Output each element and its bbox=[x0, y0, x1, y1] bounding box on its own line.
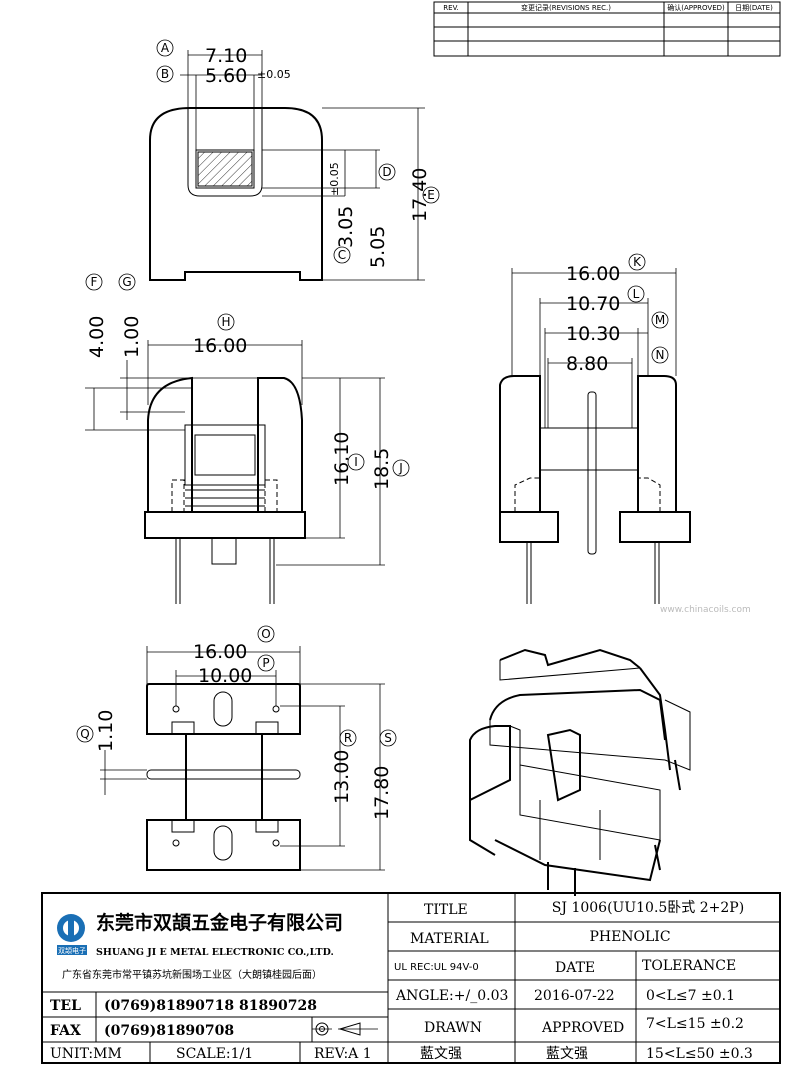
dim-L-letter: L bbox=[633, 287, 640, 301]
tolerance-2: 7<L≤15 ±0.2 bbox=[646, 1016, 744, 1032]
dim-E-letter: E bbox=[427, 188, 435, 202]
dim-C-letter: C bbox=[338, 248, 346, 262]
material-value: PHENOLIC bbox=[589, 929, 670, 945]
dim-N-letter: N bbox=[656, 348, 665, 362]
dim-P-letter: P bbox=[262, 656, 269, 670]
dim-K-letter: K bbox=[633, 255, 642, 269]
dim-E-value: 17.40 bbox=[409, 168, 431, 222]
side-view: 16.00 K 10.70 L 10.30 M 8.80 N bbox=[499, 253, 691, 604]
company-name-en: SHUANG JI E METAL ELECTRONIC CO.,LTD. bbox=[96, 947, 334, 958]
dim-B-value: 5.60 bbox=[205, 65, 247, 87]
top-view: A 7.10 B 5.60 ±0.05 3.05 ±0.05 C 5.05 D bbox=[149, 39, 440, 281]
dim-S-value: 17.80 bbox=[371, 766, 393, 820]
dim-F-letter: F bbox=[91, 275, 98, 289]
dim-Q-letter: Q bbox=[80, 727, 89, 741]
company-address: 广东省东莞市常平镇苏坑新围场工业区（大朗镇桂园后面） bbox=[62, 968, 322, 981]
dim-L-value: 10.70 bbox=[566, 293, 620, 315]
dim-R-letter: R bbox=[344, 731, 352, 745]
dim-B-letter: B bbox=[161, 67, 169, 81]
tolerance-label: TOLERANCE bbox=[642, 958, 736, 974]
isometric-view: www.chinacoils.com bbox=[469, 605, 751, 896]
projection-symbol bbox=[312, 1022, 378, 1036]
approved-value: 藍文强 bbox=[546, 1046, 588, 1062]
dim-D-value: 5.05 bbox=[367, 226, 389, 268]
dim-M-value: 10.30 bbox=[566, 323, 620, 345]
dim-K-value: 16.00 bbox=[566, 263, 620, 285]
watermark: www.chinacoils.com bbox=[660, 605, 751, 615]
bottom-view: 16.00 O 10.00 P 1.10 Q 13.00 R 17.80 bbox=[76, 625, 397, 871]
dim-I-letter: I bbox=[354, 455, 358, 469]
dim-F-value: 4.00 bbox=[86, 316, 108, 358]
rev-label: REV:A 1 bbox=[314, 1046, 372, 1062]
title-value: SJ 1006(UU10.5卧式 2+2P) bbox=[552, 900, 744, 916]
fax-label: FAX bbox=[50, 1023, 81, 1039]
tolerance-1: 0<L≤7 ±0.1 bbox=[646, 988, 735, 1004]
dim-A-letter: A bbox=[161, 41, 170, 55]
date-value: 2016-07-22 bbox=[534, 988, 615, 1004]
dim-M-letter: M bbox=[655, 313, 665, 327]
tolerance-3: 15<L≤50 ±0.3 bbox=[646, 1046, 753, 1062]
fax-value: (0769)81890708 bbox=[104, 1023, 234, 1039]
dim-A-value: 7.10 bbox=[205, 45, 247, 67]
title-block: 双頡电子 东莞市双頡五金电子有限公司 SHUANG JI E METAL ELE… bbox=[41, 892, 781, 1064]
dim-R-value: 13.00 bbox=[331, 750, 353, 804]
angle-label: ANGLE:+/_0.03 bbox=[395, 988, 508, 1004]
dim-S-letter: S bbox=[384, 731, 392, 745]
logo-text: 双頡电子 bbox=[58, 946, 86, 955]
rev-col-approved: 确认(APPROVED) bbox=[667, 3, 725, 12]
company-logo: 双頡电子 bbox=[57, 914, 87, 955]
ul-rec: UL REC:UL 94V-0 bbox=[394, 962, 479, 973]
date-label: DATE bbox=[555, 960, 595, 976]
tel-value: (0769)81890718 81890728 bbox=[104, 998, 317, 1014]
dim-I-value: 16.10 bbox=[331, 432, 353, 486]
drawn-value: 藍文强 bbox=[420, 1046, 462, 1062]
dim-O-letter: O bbox=[261, 627, 270, 641]
dim-G-value: 1.00 bbox=[121, 316, 143, 358]
dim-P-value: 10.00 bbox=[198, 665, 252, 687]
front-view: H 16.00 4.00 F 1.00 G 16.10 I 18.5 bbox=[85, 273, 410, 604]
tel-label: TEL bbox=[50, 998, 81, 1014]
scale-label: SCALE:1/1 bbox=[176, 1046, 253, 1062]
dim-C-value: 3.05 bbox=[335, 206, 357, 248]
company-name-cn: 东莞市双頡五金电子有限公司 bbox=[96, 911, 343, 934]
dim-Q-value: 1.10 bbox=[95, 710, 117, 752]
unit-label: UNIT:MM bbox=[50, 1046, 122, 1062]
rev-col-rev: REV. bbox=[443, 4, 458, 12]
dim-D-letter: D bbox=[382, 165, 391, 179]
rev-col-date: 日期(DATE) bbox=[735, 4, 773, 12]
dim-J-value: 18.5 bbox=[371, 448, 393, 490]
dim-H-letter: H bbox=[221, 315, 230, 329]
dim-O-value: 16.00 bbox=[193, 641, 247, 663]
drawn-label: DRAWN bbox=[424, 1020, 482, 1036]
dim-G-letter: G bbox=[122, 275, 131, 289]
dim-N-value: 8.80 bbox=[566, 353, 608, 375]
material-label: MATERIAL bbox=[410, 931, 489, 947]
revision-table: REV. 变更记录(REVISIONS REC.) 确认(APPROVED) 日… bbox=[433, 1, 781, 57]
dim-B-tol: ±0.05 bbox=[257, 68, 291, 81]
dim-C-tol: ±0.05 bbox=[328, 162, 341, 196]
dim-J-letter: J bbox=[398, 461, 403, 475]
title-label: TITLE bbox=[424, 902, 468, 918]
approved-label: APPROVED bbox=[541, 1020, 624, 1036]
rev-col-record: 变更记录(REVISIONS REC.) bbox=[521, 3, 611, 12]
dim-H-value: 16.00 bbox=[193, 335, 247, 357]
